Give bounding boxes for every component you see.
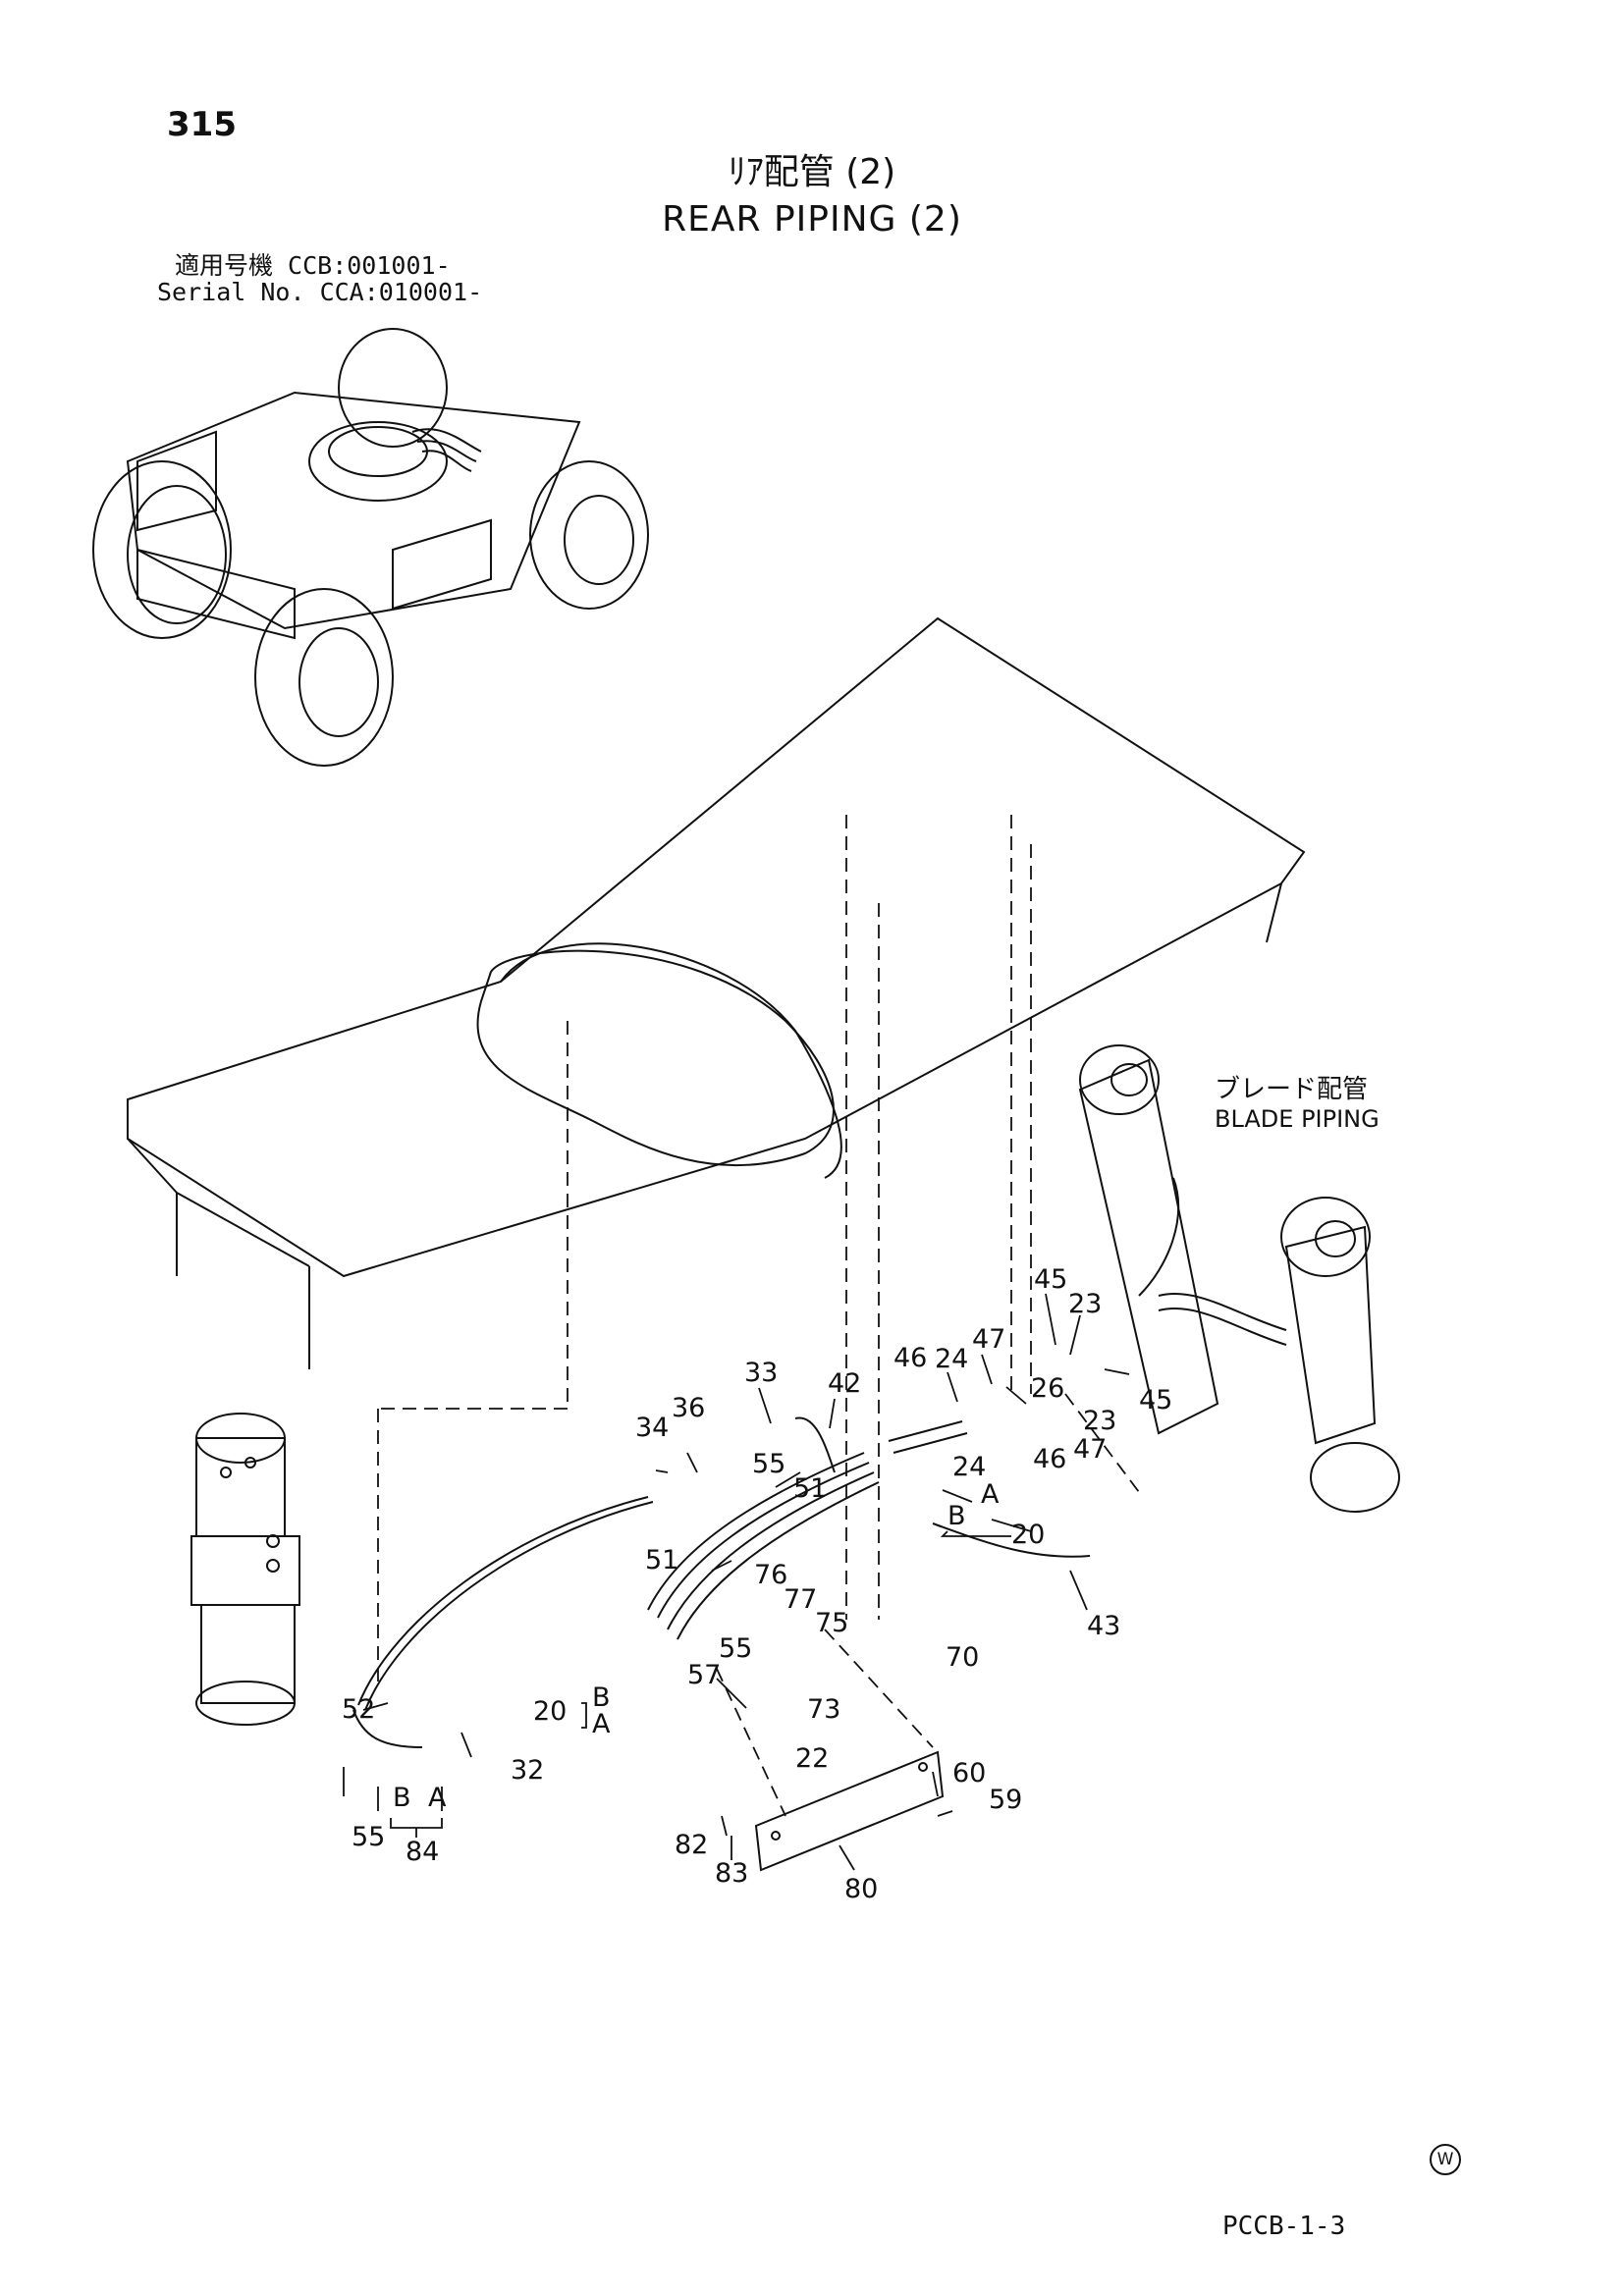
callout-32: 32 bbox=[511, 1755, 544, 1786]
callout-82: 82 bbox=[675, 1830, 708, 1860]
callout-26: 26 bbox=[1031, 1373, 1064, 1404]
callout-51: 51 bbox=[793, 1473, 827, 1504]
callout-22: 22 bbox=[795, 1743, 829, 1774]
callout-84: 84 bbox=[406, 1837, 439, 1867]
callout-76: 76 bbox=[754, 1560, 787, 1590]
callout-46: 46 bbox=[893, 1343, 927, 1373]
mounting-plate bbox=[754, 1750, 945, 1872]
callout-A: A bbox=[592, 1709, 611, 1739]
blade-piping-label-japanese: ブレード配管 bbox=[1215, 1075, 1369, 1104]
undercarriage-thumbnail bbox=[92, 328, 649, 767]
page-title-japanese: ﾘｱ配管 (2) bbox=[728, 152, 896, 192]
callout-33: 33 bbox=[744, 1358, 778, 1388]
callout-B: B bbox=[393, 1783, 411, 1813]
group-brackets bbox=[390, 1530, 1011, 1838]
callout-23: 23 bbox=[1068, 1289, 1102, 1319]
callout-73: 73 bbox=[807, 1694, 840, 1725]
callout-A: A bbox=[428, 1783, 447, 1813]
callout-34: 34 bbox=[635, 1413, 669, 1443]
leader-lines bbox=[343, 1293, 1130, 1871]
callout-70: 70 bbox=[946, 1642, 979, 1673]
callout-23: 23 bbox=[1083, 1406, 1116, 1436]
callout-83: 83 bbox=[715, 1858, 748, 1889]
document-code: PCCB-1-3 bbox=[1222, 2212, 1346, 2241]
callout-55: 55 bbox=[352, 1822, 385, 1852]
callout-labels: 45 23 47 46 24 26 45 23 47 46 24 33 42 3… bbox=[342, 1264, 1172, 1904]
w-mark-icon: W bbox=[1430, 2144, 1461, 2175]
blade-cylinders bbox=[1078, 1044, 1400, 1513]
page-title-english: REAR PIPING (2) bbox=[662, 199, 962, 240]
callout-55: 55 bbox=[719, 1633, 752, 1664]
callout-20: 20 bbox=[533, 1696, 567, 1727]
callout-43: 43 bbox=[1087, 1611, 1120, 1641]
callout-B: B bbox=[592, 1682, 611, 1713]
callout-47: 47 bbox=[1073, 1434, 1107, 1465]
dashed-guide-lines bbox=[377, 815, 1140, 1817]
serial-label-english: Serial No. CCA:010001- bbox=[157, 278, 483, 306]
serial-label-japanese: 適用号機 CCB:001001- bbox=[175, 251, 451, 280]
page-number: 315 bbox=[167, 105, 237, 144]
callout-46: 46 bbox=[1033, 1444, 1066, 1474]
callout-80: 80 bbox=[844, 1874, 878, 1904]
callout-60: 60 bbox=[952, 1758, 986, 1789]
callout-75: 75 bbox=[815, 1608, 848, 1638]
callout-51: 51 bbox=[645, 1545, 678, 1575]
callout-77: 77 bbox=[784, 1584, 817, 1615]
callout-45: 45 bbox=[1034, 1264, 1067, 1295]
callout-47: 47 bbox=[972, 1324, 1005, 1355]
callout-59: 59 bbox=[989, 1785, 1022, 1815]
callout-42: 42 bbox=[828, 1368, 861, 1399]
blade-piping-label-english: BLADE PIPING bbox=[1215, 1105, 1380, 1133]
callout-A: A bbox=[981, 1479, 1000, 1510]
hoses bbox=[352, 1416, 1091, 1748]
callout-B: B bbox=[947, 1501, 966, 1531]
swivel-joint bbox=[190, 1413, 300, 1726]
callout-24: 24 bbox=[935, 1344, 968, 1374]
callout-55: 55 bbox=[752, 1449, 785, 1479]
frame-plate bbox=[127, 616, 1306, 1369]
callout-20: 20 bbox=[1011, 1520, 1045, 1550]
callout-24: 24 bbox=[952, 1452, 986, 1482]
callout-36: 36 bbox=[672, 1393, 705, 1423]
callout-57: 57 bbox=[687, 1660, 721, 1690]
callout-45: 45 bbox=[1139, 1385, 1172, 1415]
callout-52: 52 bbox=[342, 1694, 375, 1725]
